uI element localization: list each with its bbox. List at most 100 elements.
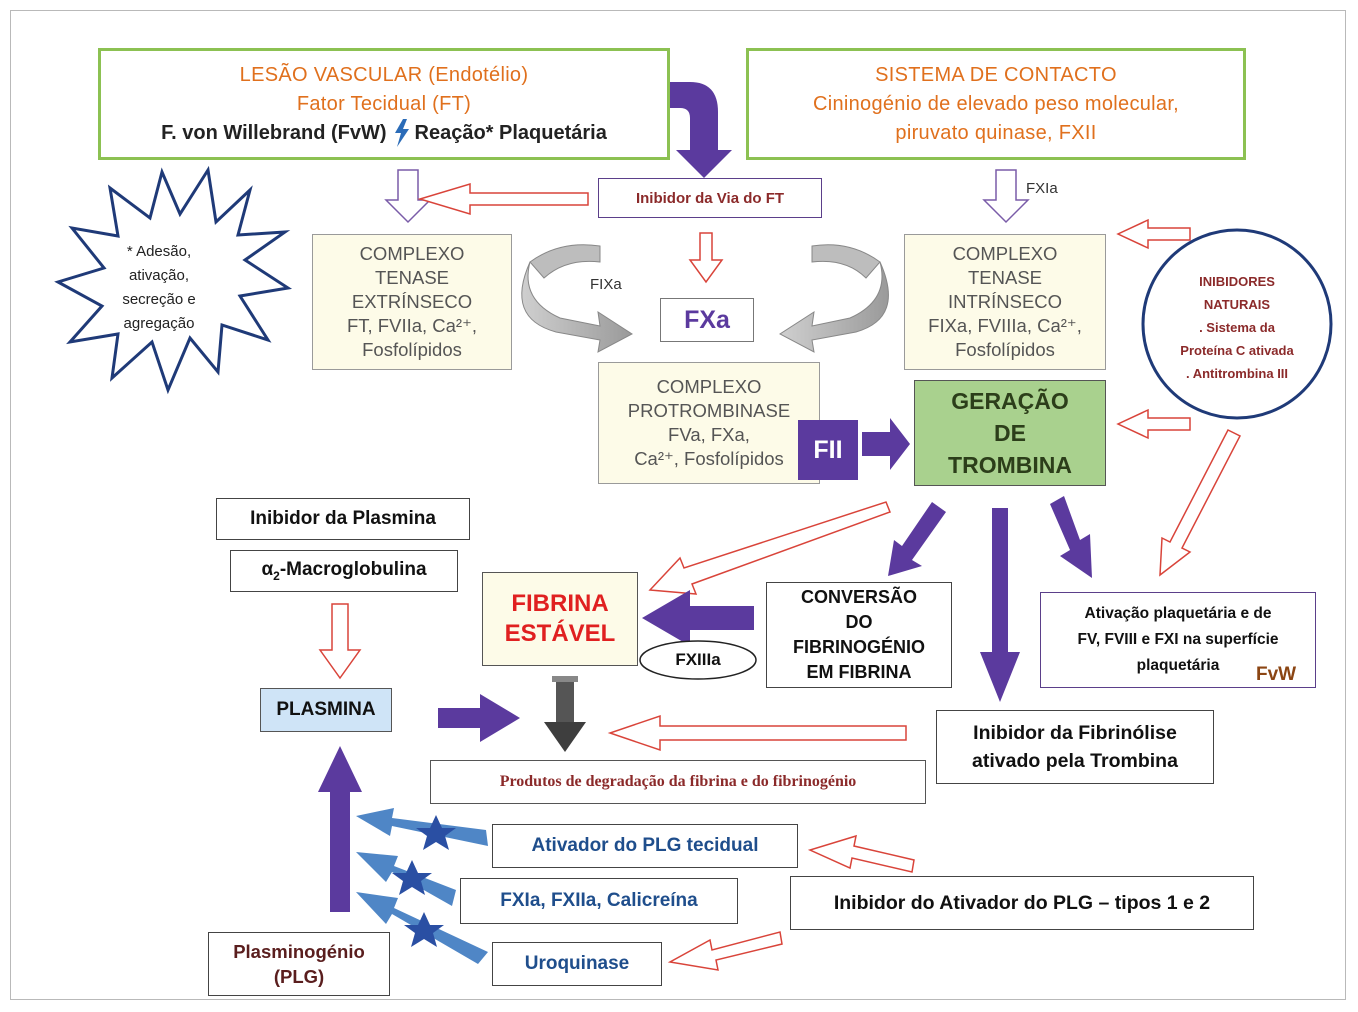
curved-arrow-left <box>521 261 633 353</box>
star-icon-1 <box>416 815 456 850</box>
plasminogenio-l1: Plasminogénio <box>233 941 365 962</box>
protrombinase-l4: Ca²⁺, Fosfolípidos <box>634 448 784 469</box>
star-icon-2 <box>392 860 432 895</box>
inibidores-l5: . Antitrombina III <box>1185 366 1289 381</box>
inib-ativador-text: Inibidor do Ativador do PLG – tipos 1 e … <box>833 891 1211 914</box>
contacto-title: SISTEMA DE CONTACTO <box>875 63 1117 86</box>
red-arrow-fibrinolise <box>607 714 907 752</box>
red-arrow-inib-ativador-1 <box>807 834 915 873</box>
red-arrow-inib-ativador-2 <box>667 931 783 971</box>
purple-arrow-fii-geracao <box>862 418 910 470</box>
conversao-fibrinogenio-box: CONVERSÃO DO FIBRINOGÉNIO EM FIBRINA <box>766 582 952 688</box>
inibidor-fibrinolise-box: Inibidor da Fibrinólise ativado pela Tro… <box>936 710 1214 784</box>
curved-arrow-right <box>779 261 889 353</box>
fibrina-l2: ESTÁVEL <box>504 620 616 647</box>
starburst-shape <box>54 165 293 395</box>
star-note-line4: agregação <box>123 315 195 332</box>
grey-arrow-shaft <box>556 678 574 724</box>
red-arrow-inib-geracao <box>1116 408 1191 440</box>
produtos-degradacao-box: Produtos de degradação da fibrina e do f… <box>430 760 926 804</box>
fxa-box: FXa <box>660 298 754 342</box>
inibidores-l2: NATURAIS <box>1203 297 1271 312</box>
fxia-label: FXIa <box>1026 180 1058 197</box>
red-arrow-inib-tenase <box>1116 218 1191 250</box>
star-note: * Adesão, ativação, secreção e agregação <box>104 240 214 336</box>
conversao-l1: CONVERSÃO <box>800 587 917 607</box>
red-arrow-geracao-fibrina <box>648 501 891 595</box>
fxiiia-text: FXIIIa <box>675 650 721 669</box>
grey-arrow-head <box>544 722 586 752</box>
tenase-int-l4: FIXa, FVIIIa, Ca²⁺, <box>928 315 1082 336</box>
uroquinase-box: Uroquinase <box>492 942 662 986</box>
fibrina-estavel-box: FIBRINA ESTÁVEL <box>482 572 638 666</box>
ativador-plg-tecidual-box: Ativador do PLG tecidual <box>492 824 798 868</box>
tenase-ext-l4: FT, FVIIa, Ca²⁺, <box>346 315 478 336</box>
red-arrow-inib-ft <box>417 182 589 216</box>
fii-box: FII <box>798 420 858 480</box>
fator-tecidual-text: Fator Tecidual (FT) <box>296 92 472 115</box>
inibidores-l3: . Sistema da <box>1199 320 1275 335</box>
purple-arrow-conversao-fibrina <box>642 590 754 646</box>
lightning-icon <box>394 119 409 147</box>
inibidor-via-ft-text: Inibidor da Via do FT <box>635 189 785 207</box>
geracao-l1: GERAÇÃO <box>951 388 1069 414</box>
fxa-text: FXa <box>684 305 730 334</box>
star-note-line2: ativação, <box>128 267 190 284</box>
tenase-int-l1: COMPLEXO <box>952 243 1058 264</box>
produtos-text: Produtos de degradação da fibrina e do f… <box>499 773 857 790</box>
inibidor-ativador-plg-box: Inibidor do Ativador do PLG – tipos 1 e … <box>790 876 1254 930</box>
alpha-symbol: α <box>261 559 274 581</box>
protrombinase-l1: COMPLEXO <box>656 376 762 397</box>
inibidores-l1: INIBIDORES <box>1199 274 1275 289</box>
lesao-title: LESÃO VASCULAR (Endotélio) <box>239 63 529 86</box>
macroglobulina-box: α2-Macroglobulina <box>230 550 458 592</box>
ativacao-l2: FV, FVIII e FXI na superfície <box>1077 631 1279 648</box>
fixa-label: FIXa <box>590 276 622 293</box>
lesao-line3: F. von Willebrand (FvW) Reação* Plaquetá… <box>161 119 607 148</box>
fibrinolise-l1: Inibidor da Fibrinólise <box>973 722 1177 744</box>
inibidor-plasmina-box: Inibidor da Plasmina <box>216 498 470 540</box>
ativacao-l3: plaquetária <box>1136 657 1220 674</box>
protrombinase-l2: PROTROMBINASE <box>627 400 791 421</box>
fxia-group-text: FXIa, FXIIa, Calicreína <box>500 890 698 911</box>
grey-arrow-cap <box>552 676 578 682</box>
ativacao-fvw-text: FvW <box>1256 664 1297 685</box>
ativacao-plaquetaria-box: Ativação plaquetária e de FV, FVIII e FX… <box>1040 592 1316 688</box>
sistema-contacto-box: SISTEMA DE CONTACTO Cininogénio de eleva… <box>746 48 1246 160</box>
star-note-line1: * Adesão, <box>126 243 192 260</box>
curved-arrow-right-top <box>811 244 881 279</box>
ativacao-l1: Ativação plaquetária e de <box>1084 605 1272 622</box>
blue-arrow-1 <box>356 808 488 846</box>
plasminogenio-l2: (PLG) <box>273 966 325 987</box>
purple-arrow-up-plasmina <box>318 746 362 912</box>
protrombinase-l3: FVa, FXa, <box>668 424 750 445</box>
tenase-int-l5: Fosfolípidos <box>955 339 1055 360</box>
contacto-line2: Cininogénio de elevado peso molecular, <box>812 92 1180 115</box>
inibidores-circle <box>1141 228 1333 420</box>
hollow-down-arrow-int <box>982 169 1030 224</box>
red-arrow-down-plasmina <box>318 603 362 680</box>
tenase-ext-l1: COMPLEXO <box>359 243 465 264</box>
purple-arrow-geracao-fibrinolise <box>980 508 1020 702</box>
contacto-line3: piruvato quinase, FXII <box>895 121 1097 144</box>
ativador-plg-text: Ativador do PLG tecidual <box>531 835 759 856</box>
inibidores-naturais-text: INIBIDORES NATURAIS . Sistema da Proteín… <box>1150 270 1324 385</box>
purple-arrow-geracao-ativacao <box>1050 496 1092 578</box>
inibidor-plasmina-text: Inibidor da Plasmina <box>250 508 436 529</box>
fibrinolise-l2: ativado pela Trombina <box>972 750 1178 772</box>
red-arrow-down-fxa <box>688 232 724 284</box>
fxiiia-ellipse <box>639 640 757 680</box>
plasminogenio-box: Plasminogénio (PLG) <box>208 932 390 996</box>
purple-bent-arrow <box>660 82 732 178</box>
diagram-frame <box>10 10 1346 1000</box>
protrombinase-box: COMPLEXO PROTROMBINASE FVa, FXa, Ca²⁺, F… <box>598 362 820 484</box>
red-arrow-inib-ativacao <box>1159 428 1242 577</box>
star-note-line3: secreção e <box>122 291 196 308</box>
hollow-down-arrow-ext <box>384 169 432 224</box>
inibidor-via-ft-box: Inibidor da Via do FT <box>598 178 822 218</box>
purple-arrow-geracao-conversao <box>888 502 946 576</box>
fxia-fxiia-calicreina-box: FXIa, FXIIa, Calicreína <box>460 878 738 924</box>
curved-arrow-left-top <box>529 244 601 279</box>
macroglobulina-text: α2-Macroglobulina <box>261 559 426 583</box>
